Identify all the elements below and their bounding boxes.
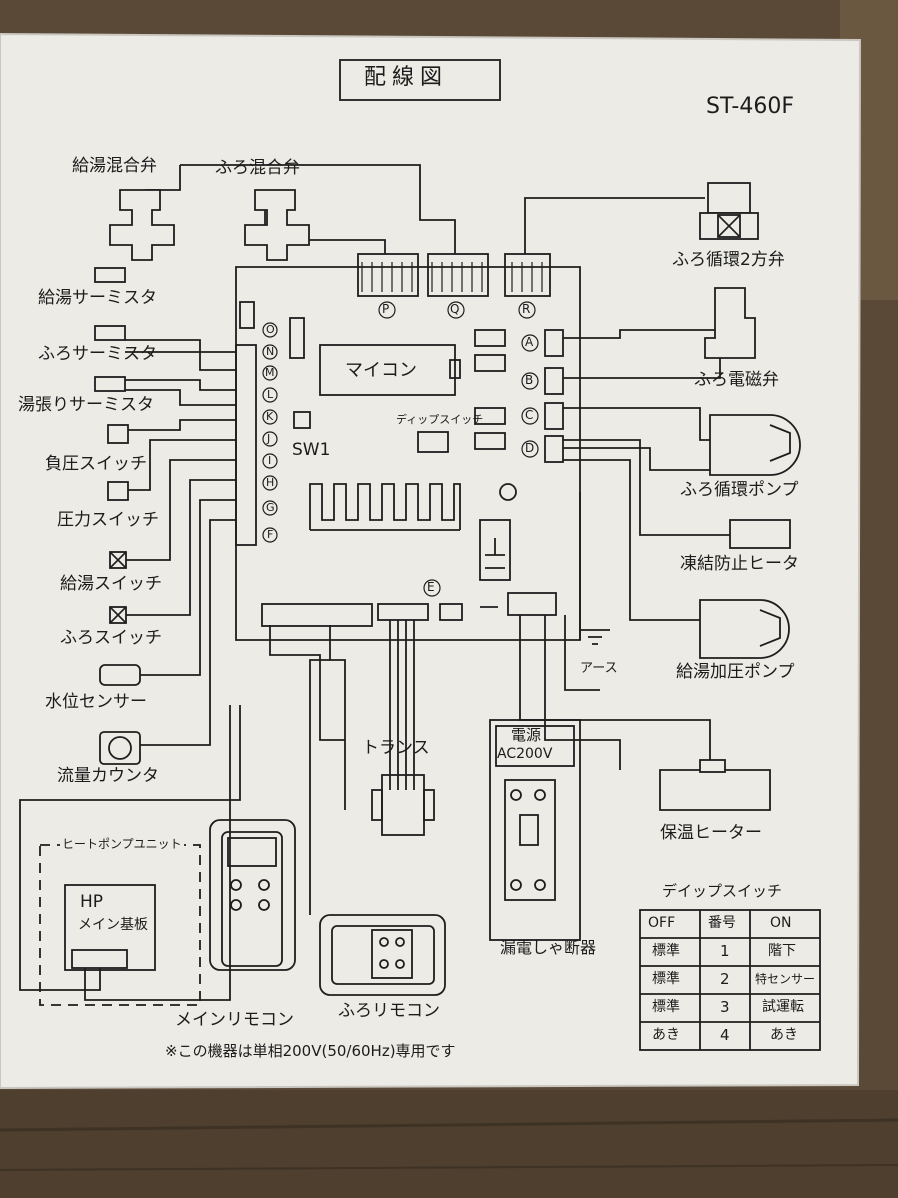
antifreeze-heater-label: 凍結防止ヒータ — [680, 554, 799, 574]
connector-M: M — [265, 366, 275, 379]
dip-table-header-number: 番号 — [708, 915, 736, 931]
bath-circulation-pump-label: ふろ循環ポンプ — [680, 480, 799, 500]
heat-pump-board-label: HP — [80, 892, 104, 912]
hot-water-mixing-valve-label: 給湯混合弁 — [72, 156, 157, 176]
connector-C: C — [525, 408, 534, 422]
connector-B: B — [525, 373, 534, 387]
hot-water-booster-pump-label: 給湯加圧ポンプ — [676, 662, 795, 682]
connector-J: J — [267, 432, 271, 445]
heat-pump-unit-label: ヒートポンプユニット — [60, 837, 184, 851]
pressure-switch-label: 圧力スイッチ — [57, 510, 159, 530]
hot-water-switch-label: 給湯スイッチ — [60, 574, 162, 594]
bath-solenoid-valve-label: ふろ電磁弁 — [694, 370, 779, 390]
hot-water-thermistor-label: 給湯サーミスタ — [38, 288, 157, 308]
connector-G: G — [266, 501, 275, 514]
connector-E: E — [427, 580, 435, 594]
connector-A: A — [525, 335, 534, 349]
dip-row3-number: 3 — [720, 998, 730, 1016]
power-voltage-label: AC200V — [497, 746, 553, 762]
dip-table-header-off: OFF — [648, 915, 676, 931]
heat-pump-board-sublabel: メイン基板 — [78, 917, 148, 933]
dip-row3-on: 試運転 — [762, 999, 804, 1015]
diagram-title: 配線図 — [364, 65, 449, 90]
negative-pressure-switch-label: 負圧スイッチ — [45, 454, 147, 474]
earth-label: アース — [580, 661, 618, 676]
dip-row2-on: 特センサー — [755, 972, 816, 986]
transformer-label: トランス — [362, 738, 430, 758]
bath-switch-label: ふろスイッチ — [60, 628, 162, 648]
cpu-label: マイコン — [345, 360, 417, 381]
dip-row3-off: 標準 — [652, 999, 680, 1015]
footnote: ※この機器は単相200V(50/60Hz)専用です — [165, 1042, 456, 1060]
dip-row4-off: あき — [652, 1027, 680, 1043]
connector-P: P — [382, 302, 390, 316]
connector-N: N — [266, 345, 275, 358]
connector-Q: Q — [450, 302, 460, 316]
warming-heater-label: 保温ヒーター — [660, 823, 762, 843]
filling-thermistor-label: 湯張りサーミスタ — [18, 395, 154, 415]
flow-counter-label: 流量カウンタ — [57, 766, 159, 786]
connector-L: L — [267, 388, 274, 401]
bath-thermistor-label: ふろサーミスタ — [38, 344, 157, 364]
breaker-label: 漏電しゃ断器 — [500, 938, 597, 957]
connector-R: R — [522, 302, 531, 316]
dip-row1-on: 階下 — [768, 943, 796, 959]
dip-row2-number: 2 — [720, 970, 730, 988]
dip-table-caption: デイップスイッチ — [662, 882, 783, 900]
dip-row1-number: 1 — [720, 942, 730, 960]
connector-F: F — [267, 528, 274, 541]
dip-row2-off: 標準 — [652, 971, 680, 987]
board-dip-switch-label: ディップスイッチ — [396, 413, 484, 426]
main-remote-label: メインリモコン — [175, 1010, 294, 1030]
dip-row1-off: 標準 — [652, 943, 680, 959]
connector-I: I — [268, 454, 272, 467]
dip-row4-on: あき — [770, 1027, 798, 1043]
connector-O: O — [266, 323, 275, 336]
connector-K: K — [266, 410, 274, 423]
bath-remote-label: ふろリモコン — [338, 1001, 440, 1021]
power-label: 電源 — [511, 726, 542, 744]
model-number: ST-460F — [706, 94, 794, 119]
bath-mixing-valve-label: ふろ混合弁 — [215, 158, 300, 178]
connector-D: D — [525, 441, 535, 455]
dip-row4-number: 4 — [720, 1026, 730, 1044]
water-level-sensor-label: 水位センサー — [45, 692, 147, 712]
dip-table-header-on: ON — [770, 915, 792, 931]
connector-H: H — [266, 476, 275, 489]
bath-circulation-valve-label: ふろ循環2方弁 — [672, 250, 785, 270]
sw1-label: SW1 — [292, 440, 331, 460]
